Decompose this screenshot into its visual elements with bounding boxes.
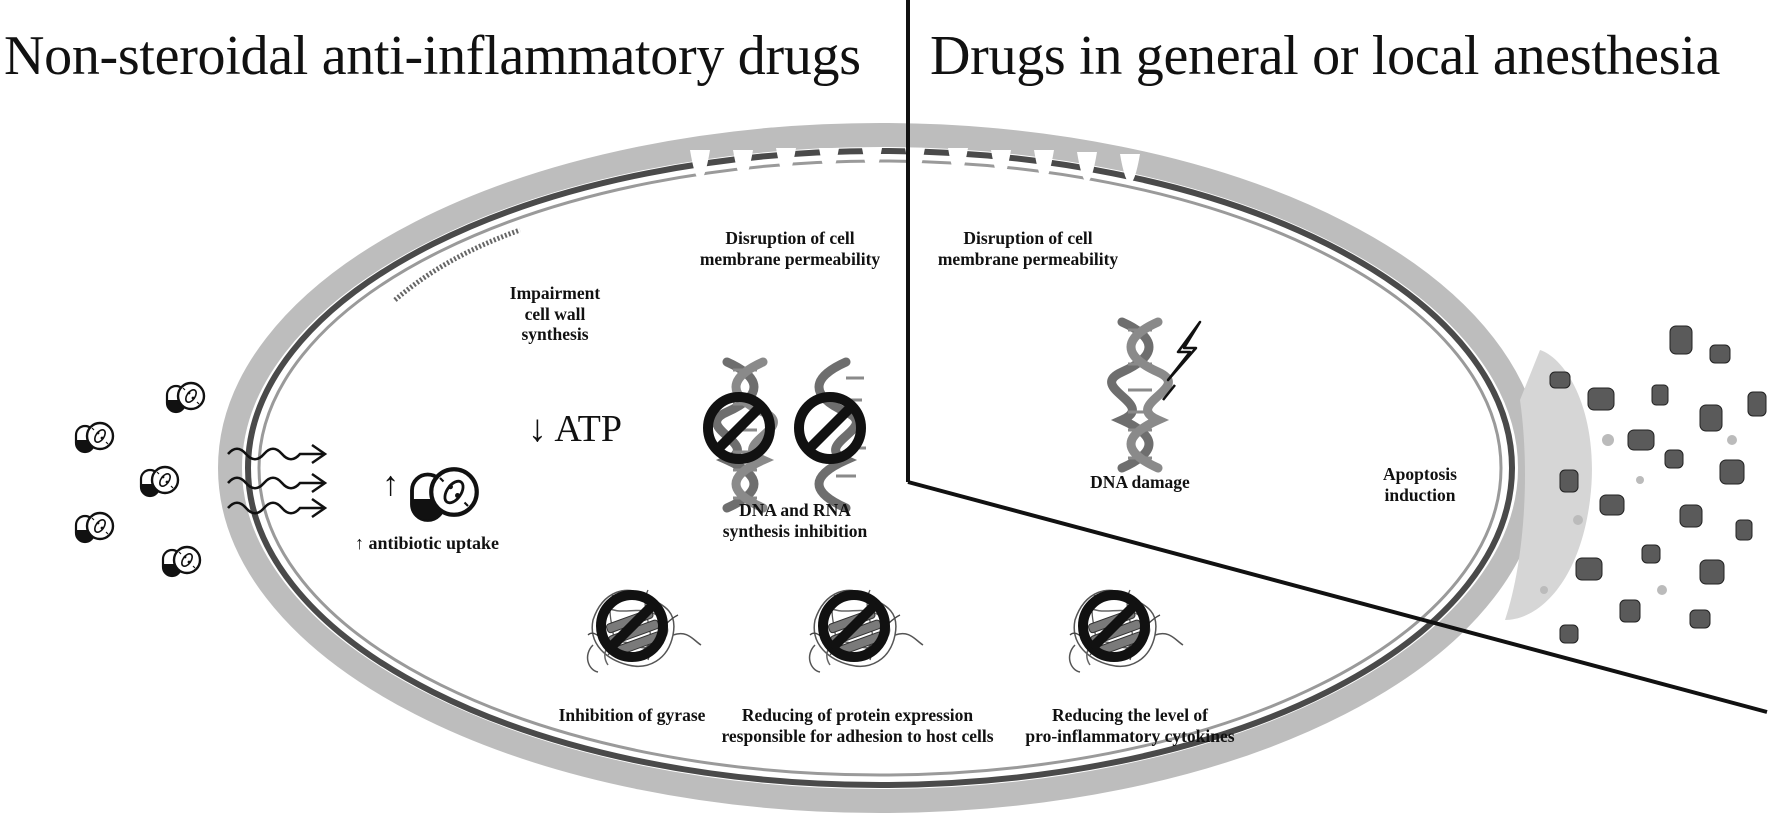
antibiotic-pill-icon (412, 469, 477, 520)
section-divider (906, 0, 1768, 714)
label-dna-rna-inhibition: DNA and RNA synthesis inhibition (722, 500, 868, 541)
antibiotic-pill-icon (165, 381, 206, 414)
antibiotic-pills (74, 381, 206, 578)
label-cytokines: Reducing the level of pro-inflammatory c… (1025, 705, 1235, 746)
heading-anesthesia-drugs: Drugs in general or local anesthesia (930, 25, 1721, 87)
lightning-icon (1166, 320, 1202, 382)
antibiotic-pill-icon (74, 511, 115, 544)
label-uptake-arrow: ↑ (382, 466, 399, 503)
cytokine-protein-inhibited (1068, 589, 1184, 673)
adhesion-protein-inhibited (808, 589, 924, 673)
label-antibiotic-uptake: ↑ antibiotic uptake (355, 533, 500, 553)
label-dna-damage: DNA damage (1090, 472, 1190, 492)
antibiotic-pill-icon (74, 421, 115, 454)
dna-helix-icon (1112, 322, 1169, 468)
heading-nsaids: Non-steroidal anti-inflammatory drugs (4, 25, 861, 87)
rna-strand-icon (814, 357, 861, 513)
inner-cell-wall (257, 159, 1503, 777)
antibiotic-pill-icon (139, 465, 180, 498)
dna-damage (1112, 320, 1202, 468)
label-apoptosis-induction: Apoptosis induction (1383, 464, 1457, 505)
label-protein-expression: Reducing of protein expression responsib… (721, 705, 994, 746)
damaged-wall-segment (393, 227, 521, 302)
label-atp-decrease: ↓ ATP (528, 408, 622, 450)
antibiotic-pill-icon (161, 545, 202, 578)
label-disruption-membrane-left: Disruption of cell membrane permeability (699, 228, 881, 269)
label-inhibition-gyrase: Inhibition of gyrase (558, 705, 706, 725)
uptake-arrows (226, 443, 327, 519)
cell-fragment-debris (1505, 325, 1767, 644)
rna-inhibited (799, 357, 866, 513)
dna-inhibited (708, 362, 773, 508)
label-disruption-membrane-right: Disruption of cell membrane permeability (937, 228, 1119, 269)
gyrase-inhibited (586, 589, 702, 673)
label-impairment-cell-wall: Impairment cell wall synthesis (509, 283, 601, 345)
